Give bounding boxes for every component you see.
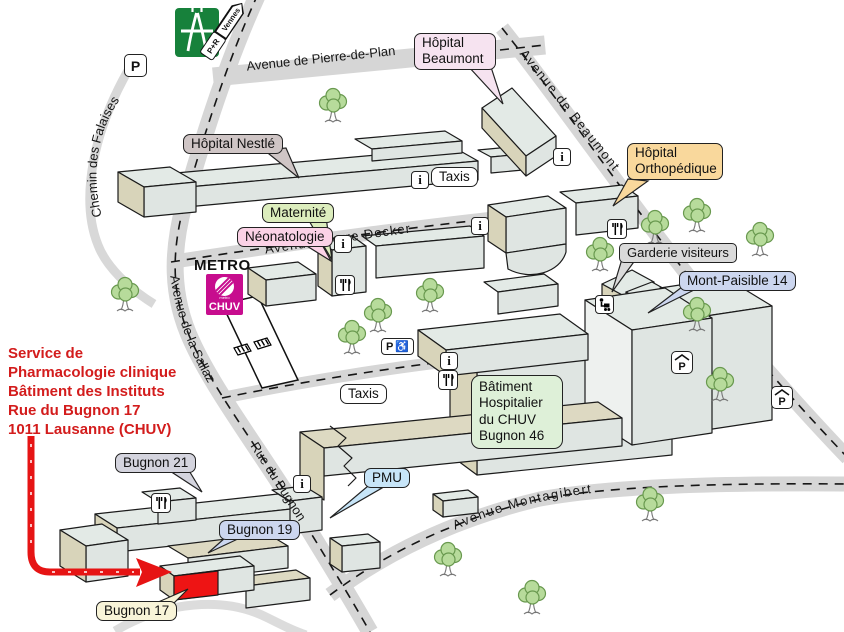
info-icon: i bbox=[293, 475, 311, 493]
label-bugnon-17: Bugnon 17 bbox=[96, 601, 178, 622]
label-mont-paisible-14: Mont-Paisible 14 bbox=[679, 271, 796, 292]
parking-letter: P bbox=[678, 360, 686, 373]
wheelchair-parking-icon: P♿ bbox=[381, 338, 414, 355]
label-bugnon-19: Bugnon 19 bbox=[219, 520, 301, 541]
building-hopital-nestle bbox=[117, 130, 524, 218]
restaurant-icon bbox=[438, 370, 458, 390]
restaurant-icon bbox=[335, 275, 355, 295]
info-icon: i bbox=[411, 171, 429, 189]
parking-icon: P bbox=[124, 54, 147, 77]
metro-platform bbox=[220, 295, 300, 389]
building-hopital-beaumont bbox=[481, 87, 557, 177]
label-bugnon-21: Bugnon 21 bbox=[115, 453, 197, 474]
label-taxis-north: Taxis bbox=[431, 167, 478, 188]
metro-m-icon bbox=[215, 277, 234, 296]
service-address: Service de Pharmacologie clinique Bâtime… bbox=[8, 344, 176, 439]
building-bugnon-21 bbox=[59, 485, 323, 583]
metro-station-marker: METRO metro CHUV bbox=[194, 257, 251, 315]
info-icon: i bbox=[553, 148, 571, 166]
restaurant-icon bbox=[151, 493, 171, 513]
address-line: Bâtiment des Instituts bbox=[8, 383, 165, 400]
address-line: Rue du Bugnon 17 bbox=[8, 402, 141, 419]
road-montagibert bbox=[325, 476, 844, 602]
info-icon: i bbox=[440, 352, 458, 370]
address-line: 1011 Lausanne (CHUV) bbox=[8, 421, 172, 438]
label-hopital-beaumont: Hôpital Beaumont bbox=[414, 33, 496, 70]
street-chemin-des-falaises: Chemin des Falaises bbox=[84, 93, 122, 219]
label-batiment-hospitalier-chuv: Bâtiment Hospitalier du CHUV Bugnon 46 bbox=[471, 375, 563, 449]
parking-letter: P bbox=[385, 340, 394, 353]
info-icon: i bbox=[334, 235, 352, 253]
parking-letter: P bbox=[778, 395, 786, 408]
metro-logo: metro CHUV bbox=[206, 274, 243, 315]
covered-parking-icon: P bbox=[771, 386, 793, 409]
info-icon: i bbox=[471, 217, 489, 235]
label-pmu: PMU bbox=[364, 468, 410, 489]
metro-brand-text: metro bbox=[219, 295, 230, 300]
covered-parking-icon: P bbox=[671, 351, 693, 374]
label-garderie-visiteurs: Garderie visiteurs bbox=[619, 243, 737, 263]
building-maternite bbox=[247, 225, 485, 307]
buildings bbox=[59, 87, 773, 609]
metro-title: METRO bbox=[194, 257, 251, 274]
building-bugnon-17 bbox=[159, 555, 255, 601]
label-maternite: Maternité bbox=[262, 203, 335, 224]
restaurant-icon bbox=[607, 219, 627, 239]
label-neonatologie: Néonatologie bbox=[237, 227, 333, 248]
address-line: Service de bbox=[8, 345, 84, 362]
metro-station-name: CHUV bbox=[208, 301, 241, 313]
red-arrow bbox=[27, 436, 172, 587]
label-hopital-nestle: Hôpital Nestlé bbox=[183, 134, 284, 155]
label-hopital-orthopedique: Hôpital Orthopédique bbox=[627, 143, 723, 180]
wheelchair-icon: ♿ bbox=[395, 341, 410, 353]
building-hopital-orthopedique bbox=[483, 184, 639, 315]
stroller-icon bbox=[595, 295, 614, 314]
label-taxis-south: Taxis bbox=[340, 384, 387, 405]
address-line: Pharmacologie clinique bbox=[8, 364, 177, 381]
